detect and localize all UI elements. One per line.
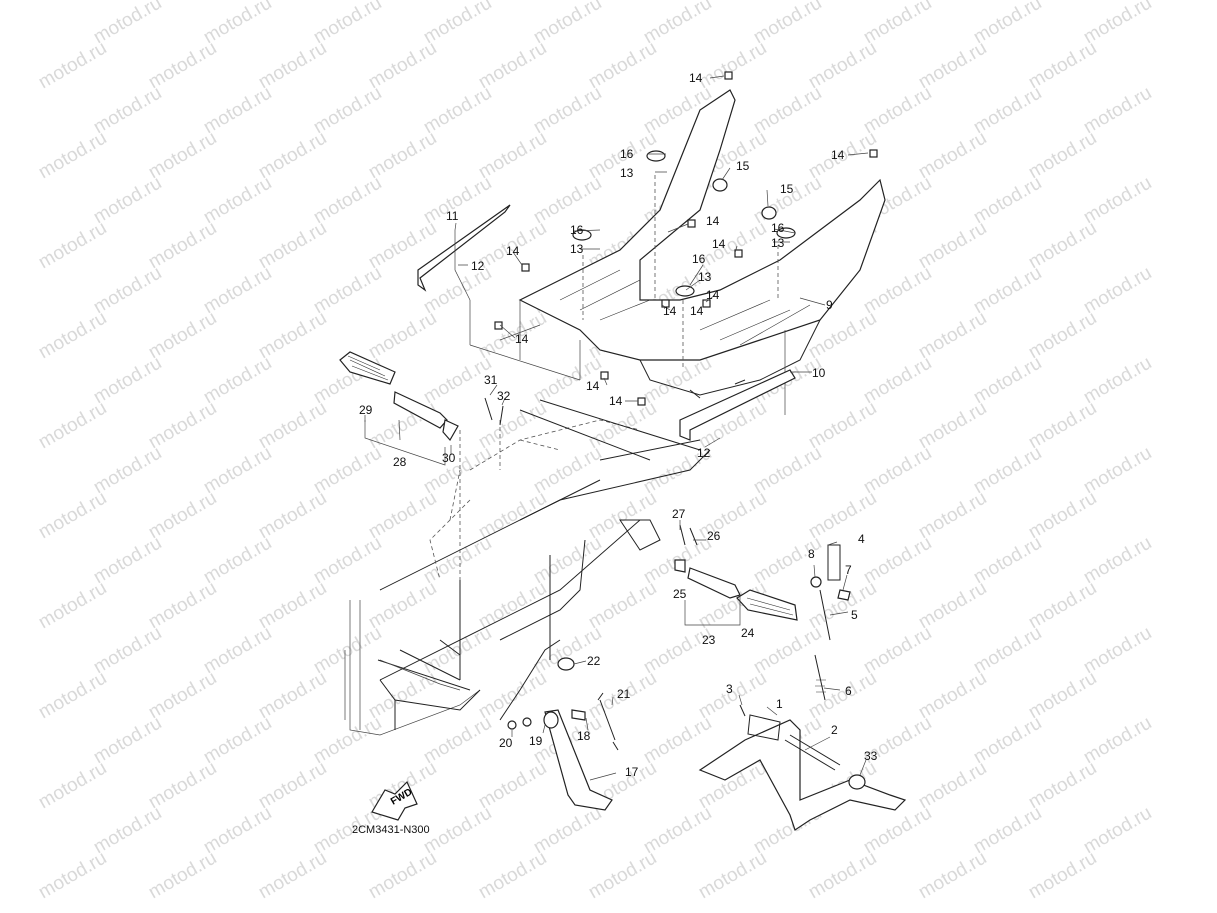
callout-14: 14: [586, 379, 600, 393]
callout-19: 19: [529, 734, 543, 748]
callout-9: 9: [826, 298, 833, 312]
callout-7: 7: [845, 563, 852, 577]
footrest-board: [469, 89, 886, 415]
callout-5: 5: [851, 608, 858, 622]
callout-23: 23: [702, 633, 716, 647]
callout-18: 18: [577, 729, 591, 743]
center-stand: [698, 704, 907, 831]
callout-17: 17: [625, 765, 639, 779]
callout-29: 29: [359, 403, 373, 417]
callout-16: 16: [570, 223, 584, 237]
bracket-11: [417, 204, 511, 292]
callout-16: 16: [771, 221, 785, 235]
grommet-15: [712, 178, 777, 220]
callout-15: 15: [780, 182, 794, 196]
callout-20: 20: [499, 736, 513, 750]
callout-13: 13: [620, 166, 634, 180]
callout-11: 11: [446, 209, 459, 223]
callout-12: 12: [697, 446, 711, 460]
cap-16: [572, 150, 796, 297]
callout-15: 15: [736, 159, 750, 173]
drawing-code: 2CM3431-N300: [352, 824, 430, 836]
frame-outline: [344, 399, 711, 736]
side-stand: [507, 657, 619, 811]
fwd-arrow: FWD: [371, 780, 418, 821]
callout-22: 22: [587, 654, 601, 668]
callout-21: 21: [617, 687, 631, 701]
callout-27: 27: [672, 507, 686, 521]
callout-16: 16: [620, 147, 634, 161]
callout-33: 33: [864, 749, 878, 763]
callout-14: 14: [663, 304, 677, 318]
callout-31: 31: [484, 373, 498, 387]
callout-8: 8: [808, 547, 815, 561]
callout-14: 14: [690, 304, 704, 318]
leader-lines: [364, 75, 869, 781]
callout-14: 14: [712, 237, 726, 251]
callout-2: 2: [831, 723, 838, 737]
callout-13: 13: [698, 270, 712, 284]
callout-1: 1: [776, 697, 783, 711]
callout-10: 10: [812, 366, 826, 380]
callout-14: 14: [515, 332, 529, 346]
callout-32: 32: [497, 389, 511, 403]
callout-28: 28: [393, 455, 407, 469]
rear-footrest-left: [339, 351, 504, 466]
springs: [810, 544, 851, 701]
callout-12: 12: [471, 259, 485, 273]
callout-30: 30: [442, 451, 456, 465]
callout-14: 14: [689, 71, 703, 85]
bracket-10: [679, 369, 796, 441]
callout-26: 26: [707, 529, 721, 543]
callout-24: 24: [741, 626, 755, 640]
rear-footrest-right: [674, 524, 798, 626]
callout-25: 25: [673, 587, 687, 601]
callout-14: 14: [831, 148, 845, 162]
clip-14: [494, 71, 878, 406]
callout-13: 13: [771, 236, 785, 250]
callout-4: 4: [858, 532, 865, 546]
callout-13: 13: [570, 242, 584, 256]
callout-14: 14: [506, 244, 520, 258]
callout-16: 16: [692, 252, 706, 266]
callout-14: 14: [706, 214, 720, 228]
callout-14: 14: [706, 288, 720, 302]
callout-6: 6: [845, 684, 852, 698]
callout-14: 14: [609, 394, 623, 408]
callout-3: 3: [726, 682, 733, 696]
